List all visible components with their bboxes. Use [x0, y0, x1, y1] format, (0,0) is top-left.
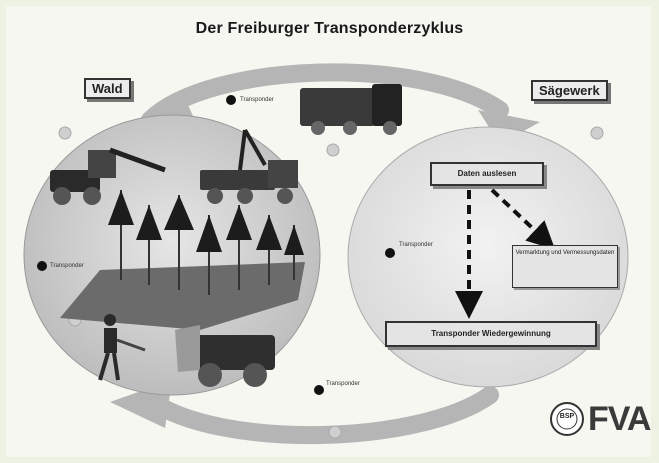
marker-dot	[326, 143, 340, 157]
transponder-label: Transponder	[50, 263, 84, 269]
transponder-dot	[314, 385, 324, 395]
logo-seal	[550, 402, 584, 436]
transponder-dot	[385, 248, 395, 258]
forest-trees	[108, 190, 304, 295]
transponder-label: Transponder	[240, 97, 274, 103]
logo-seal-inner	[556, 408, 578, 430]
wiedergewinnung-box: Transponder Wiedergewinnung	[385, 321, 597, 347]
cycle-arrow-top-head	[478, 110, 540, 144]
lumberjack-illustration	[98, 314, 146, 381]
marker-dot	[590, 126, 604, 140]
transponder-dot	[226, 95, 236, 105]
marker-dot	[58, 126, 72, 140]
cycle-arrow-bottom	[141, 386, 499, 444]
forwarder-illustration	[200, 129, 298, 204]
vermarktung-box: Vermarktung und Vermessungsdaten	[512, 245, 618, 288]
transponder-dot	[37, 261, 47, 271]
marker-dot	[328, 425, 342, 439]
logo-seal-text: BSP	[559, 413, 575, 420]
wald-label: Wald	[84, 78, 131, 99]
transponder-label: Transponder	[326, 381, 360, 387]
fva-logo: FVA	[588, 400, 651, 438]
dashed-arrow-diagonal	[490, 188, 556, 250]
wald-circle	[23, 114, 321, 396]
truck-illustration	[300, 84, 402, 135]
saegewerk-label: Sägewerk	[531, 80, 608, 101]
harvester-illustration	[50, 147, 166, 205]
cycle-arrow-top	[141, 63, 509, 129]
transponder-label: Transponder	[399, 242, 433, 248]
diagram-title: Der Freiburger Transponderzyklus	[195, 20, 464, 37]
skidder-illustration	[175, 325, 275, 387]
daten-auslesen-box: Daten auslesen	[430, 162, 544, 186]
